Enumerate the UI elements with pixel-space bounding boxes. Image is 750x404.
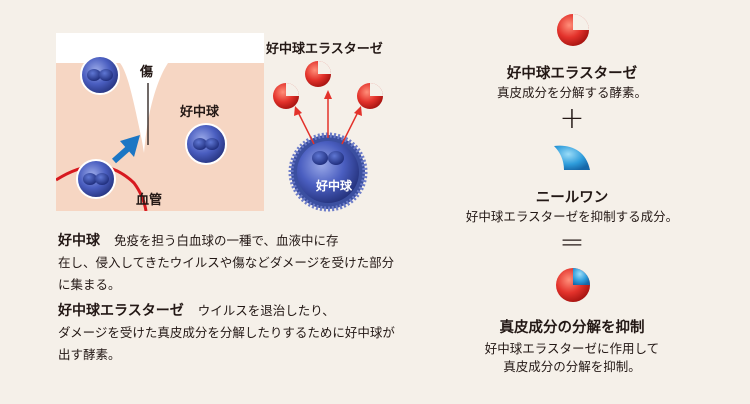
enzyme-molecule [305, 61, 331, 87]
enzyme-icon [557, 14, 589, 46]
neutrophil-cell [80, 55, 120, 95]
result-subtitle-line2: 真皮成分の分解を抑制。 [503, 359, 641, 374]
inhibitor-title: ニールワン [535, 190, 609, 206]
release-arrow [297, 111, 315, 145]
equals-sign: = [559, 225, 585, 260]
enzyme-panel-neutrophil-label: 好中球 [316, 179, 353, 193]
result-title: 真皮成分の分解を抑制 [499, 320, 645, 336]
skin-wound-illustration: 傷 好中球 血管 [56, 33, 264, 211]
wound-label: 傷 [140, 65, 154, 80]
enzyme-molecule [357, 83, 383, 109]
result-subtitle-line1: 好中球エラスターゼに作用して [484, 341, 660, 356]
elastase-description: 好中球エラスターゼウイルスを退治したり、 ダメージを受けた真皮成分を分解したりす… [58, 300, 403, 366]
neutrophil-cell [185, 123, 227, 165]
description-term: 好中球 [58, 233, 100, 249]
inhibitor-icon [554, 145, 590, 170]
description-text: 在し、侵入してきたウイルスや傷などダメージを受けた部分に集まる。 [58, 255, 395, 292]
vessel-label: 血管 [136, 193, 163, 208]
migration-arrow-head [120, 135, 140, 157]
enzyme-subtitle: 真皮成分を分解する酵素。 [496, 85, 647, 100]
neutrophil-label: 好中球 [180, 105, 220, 120]
plus-sign: + [559, 101, 585, 136]
enzyme-molecule [273, 83, 299, 109]
inhibited-enzyme-icon [556, 268, 590, 302]
neutrophil-description: 好中球免疫を担う白血球の一種で、血液中に存 在し、侵入してきたウイルスや傷などダ… [58, 230, 403, 296]
enzyme-title: 好中球エラスターゼ [506, 66, 638, 82]
enzyme-release-graphic [273, 61, 383, 212]
neutrophil-cell [76, 159, 116, 199]
neutrophil-cell-spiky [288, 132, 368, 212]
description-text: ウイルスを退治したり、 [197, 303, 335, 318]
inhibitor-subtitle: 好中球エラスターゼを抑制する成分。 [465, 209, 679, 224]
description-text: ダメージを受けた真皮成分を分解したりするために好中球が出す酵素。 [58, 325, 395, 362]
enzyme-panel-title: 好中球エラスターゼ [266, 42, 383, 57]
release-arrow [341, 111, 359, 145]
skin-wound-graphic [56, 33, 264, 211]
description-text: 免疫を担う白血球の一種で、血液中に存 [114, 233, 339, 248]
description-term: 好中球エラスターゼ [58, 303, 184, 319]
